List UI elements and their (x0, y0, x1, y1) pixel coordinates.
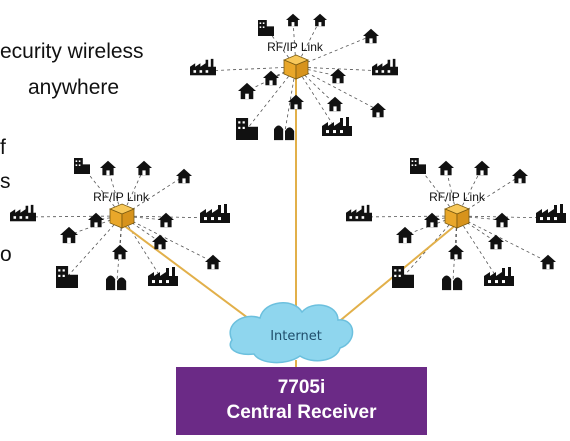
house-icon (288, 94, 304, 110)
house-icon (100, 160, 116, 176)
rf-transceiver-cube-icon (283, 54, 309, 80)
rf-dashed-link (270, 66, 297, 79)
central-receiver-box: 7705i Central Receiver (176, 367, 427, 435)
rf-dashed-link (246, 66, 297, 130)
internet-uplink-left (121, 223, 257, 325)
rf-transceiver-cube-icon (444, 203, 470, 229)
internet-cloud: Internet (229, 302, 354, 364)
house-icon (448, 244, 464, 260)
factory-icon (536, 204, 566, 224)
silo-icon (274, 125, 295, 141)
office-icon (74, 158, 90, 174)
house-icon (494, 212, 510, 228)
bg-text-line-3: f (0, 136, 6, 159)
house-icon (540, 254, 556, 270)
rf-dashed-link (22, 215, 123, 218)
factory-icon (10, 204, 36, 222)
house-icon (112, 244, 128, 260)
bg-text-line-2: anywhere (28, 76, 120, 99)
rf-dashed-link (417, 165, 458, 217)
factory-icon (148, 267, 178, 287)
rf-dashed-link (121, 215, 164, 282)
factory-icon (322, 117, 352, 137)
rf-dashed-link (202, 66, 297, 72)
house-icon (158, 212, 174, 228)
rf-dashed-link (358, 215, 458, 218)
house-icon (286, 13, 300, 27)
house-icon (176, 168, 192, 184)
house-icon (88, 212, 104, 228)
bg-text-line-5: o (0, 243, 12, 266)
factory-icon (190, 58, 216, 76)
rf-dashed-link (456, 215, 552, 219)
rf-dashed-link (121, 215, 214, 263)
office-icon (410, 158, 426, 174)
house-icon (396, 226, 414, 244)
house-icon (488, 234, 504, 250)
factory-icon (484, 267, 514, 287)
house-icon (60, 226, 78, 244)
silo-icon (442, 275, 463, 291)
rf-dashed-link (295, 35, 372, 68)
rf-dashed-link (431, 215, 458, 221)
rf-dashed-link (456, 215, 500, 282)
office-icon (236, 118, 258, 140)
house-icon (136, 160, 152, 176)
rf-dashed-link (66, 215, 123, 278)
rf-dashed-link (295, 66, 338, 132)
house-icon (263, 70, 279, 86)
link-label-right: RF/IP Link (429, 190, 486, 204)
office-icon (392, 266, 414, 288)
house-icon (438, 160, 454, 176)
link-label-left: RF/IP Link (93, 190, 150, 204)
office-icon (56, 266, 78, 288)
factory-icon (346, 204, 372, 222)
bg-text-line-1: ecurity wireless (0, 40, 144, 63)
house-icon (313, 13, 327, 27)
rf-dashed-link (81, 165, 123, 217)
house-icon (512, 168, 528, 184)
house-icon (474, 160, 490, 176)
rf-dashed-link (95, 215, 123, 221)
rf-dashed-link (284, 66, 297, 132)
receiver-model: 7705i (277, 377, 326, 398)
house-icon (330, 68, 346, 84)
rf-dashed-link (402, 215, 458, 278)
factory-icon (372, 58, 398, 76)
house-icon (370, 102, 386, 118)
factory-icon (200, 204, 230, 224)
house-icon (363, 28, 379, 44)
rf-dashed-link (456, 215, 549, 263)
house-icon (205, 254, 221, 270)
receiver-title: Central Receiver (226, 402, 377, 423)
link-label-top: RF/IP Link (267, 40, 324, 54)
house-icon (424, 212, 440, 228)
house-icon (238, 82, 256, 100)
bg-text-line-4: s (0, 170, 11, 193)
rf-dashed-link (295, 66, 386, 72)
house-icon (327, 96, 343, 112)
silo-icon (106, 275, 127, 291)
rf-transceiver-cube-icon (109, 203, 135, 229)
office-icon (258, 20, 274, 36)
internet-label: Internet (270, 329, 322, 344)
